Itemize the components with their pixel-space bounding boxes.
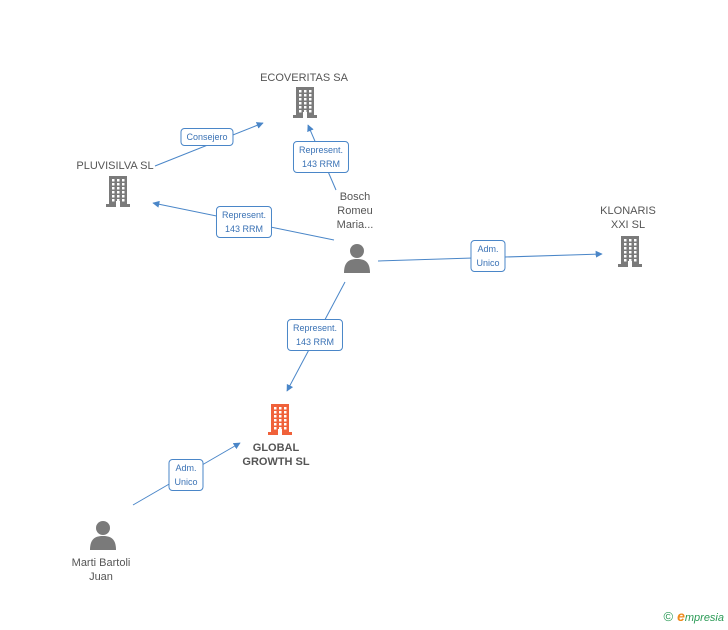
building-icon-ecoveritas[interactable] [291,84,319,123]
edge-label-bosch-to-pluvisilva[interactable]: Represent. 143 RRM [215,206,273,238]
node-label-text: GROWTH SL [242,456,310,468]
edge-label-text: Represent. [292,323,338,333]
edge-label-text: Represent. [221,210,267,220]
node-label-pluvisilva[interactable]: PLUVISILVA SL [76,159,153,173]
edge-label-bosch-to-global[interactable]: Represent. 143 RRM [286,319,344,351]
edge-label-text: 143 RRM [224,224,263,234]
node-label-ecoveritas[interactable]: ECOVERITAS SA [260,71,348,85]
edge-label-text: Adm. [175,463,197,473]
person-icon-bosch[interactable] [342,242,372,279]
person-icon-marti[interactable] [88,519,118,556]
brand-logo-e: e [677,608,685,624]
node-label-klonaris[interactable]: KLONARIS XXI SL [600,204,656,232]
edge-label-bosch-to-klonaris[interactable]: Adm. Unico [470,240,506,272]
building-icon-pluvisilva[interactable] [104,173,132,212]
node-label-text: ECOVERITAS SA [260,72,348,84]
copyright-icon: © [663,608,674,624]
brand-logo-text: mpresia [684,612,724,624]
node-label-text: Juan [89,571,113,583]
edge-label-pluvisilva-to-ecoveritas[interactable]: Consejero [180,128,234,146]
building-icon-klonaris[interactable] [616,233,644,272]
building-icon-global[interactable] [266,401,294,440]
edge-label-text: Unico [476,258,500,268]
node-label-text: Maria... [336,219,374,231]
edge-label-marti-to-global[interactable]: Adm. Unico [168,459,204,491]
edge-label-text: Consejero [186,132,228,142]
edge-label-text: 143 RRM [301,159,340,169]
node-label-text: Romeu [337,205,373,217]
brand-footer[interactable]: © empresia [663,608,724,624]
node-label-text: Bosch [339,191,371,203]
edge-label-text: Unico [174,477,198,487]
edge-label-bosch-to-ecoveritas[interactable]: Represent. 143 RRM [292,141,350,173]
edge-label-text: Represent. [298,145,344,155]
edge-label-text: 143 RRM [295,337,334,347]
node-label-global[interactable]: GLOBAL GROWTH SL [242,441,309,469]
node-label-text: PLUVISILVA SL [76,160,154,172]
node-label-text: KLONARIS [600,205,656,217]
node-label-text: GLOBAL [252,442,300,454]
node-label-text: XXI SL [610,219,646,231]
edge-label-text: Adm. [477,244,499,254]
node-label-text: Marti Bartoli [71,557,131,569]
